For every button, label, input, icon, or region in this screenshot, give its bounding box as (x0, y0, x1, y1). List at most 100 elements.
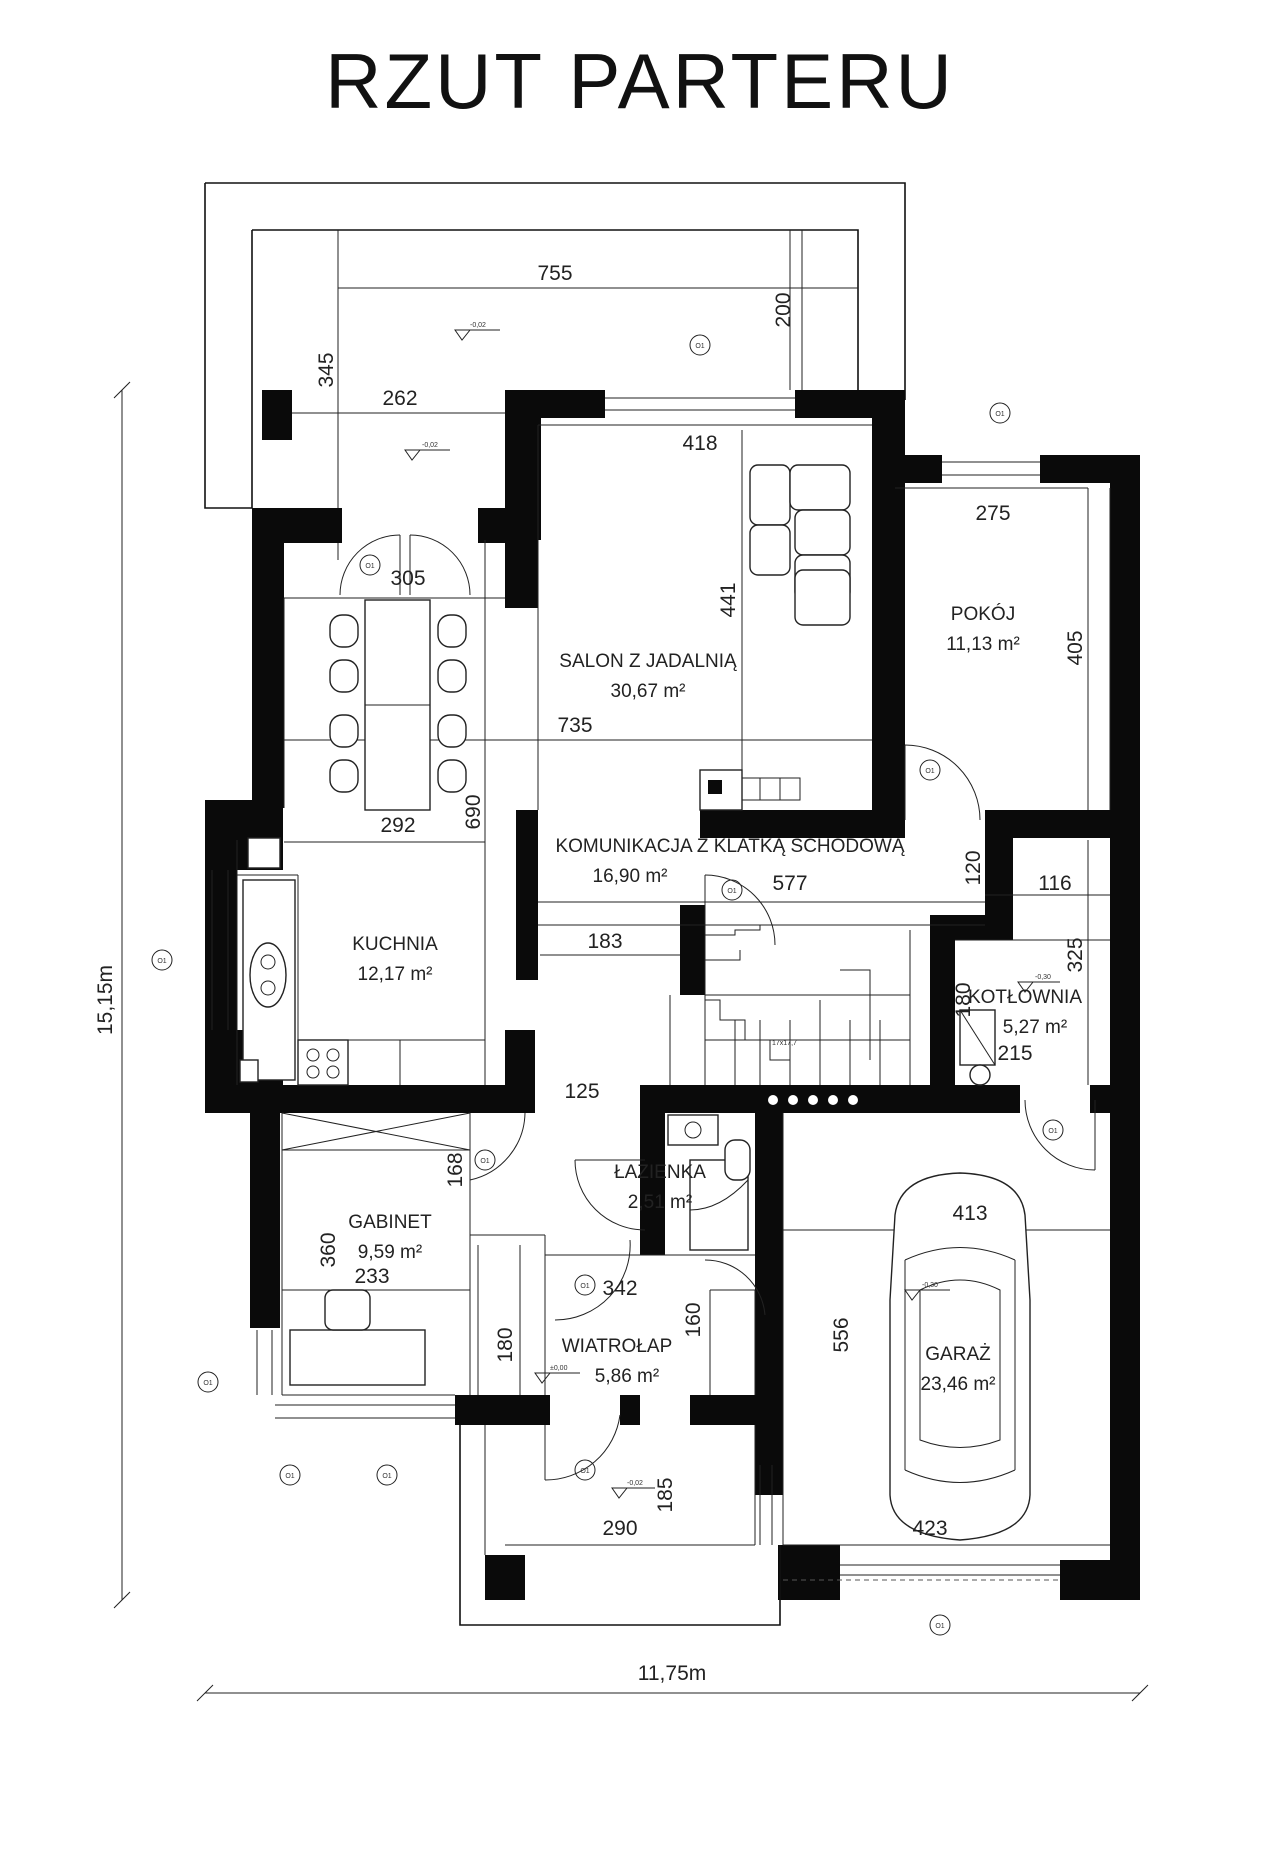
dim-label: 441 (717, 582, 740, 617)
room-labels: SALON Z JADALNIĄ 30,67 m² POKÓJ 11,13 m²… (348, 603, 1082, 1395)
opening-tag: O1 (989, 402, 1011, 424)
doors (339, 534, 1096, 1481)
staircase: 17x17,7 (669, 925, 911, 1085)
dim-label: 690 (462, 794, 485, 829)
radiator (760, 1090, 910, 1110)
opening-tag: O1 (359, 554, 381, 576)
svg-text:-0,30: -0,30 (922, 1282, 938, 1289)
room-area-kuchnia: 12,17 m² (358, 964, 433, 985)
opening-tag: O1 (919, 759, 941, 781)
room-area-komunikacja: 16,90 m² (593, 866, 668, 887)
svg-text:-0,02: -0,02 (470, 322, 486, 329)
svg-text:O1: O1 (580, 1468, 589, 1475)
svg-text:O1: O1 (695, 343, 704, 350)
svg-text:O1: O1 (285, 1473, 294, 1480)
room-area-lazienka: 2,51 m² (628, 1192, 692, 1213)
opening-tag: O1 (689, 334, 711, 356)
overall-width-label: 11,75m (638, 1662, 707, 1685)
dim-label: 262 (382, 387, 417, 410)
fireplace (699, 769, 801, 811)
room-name-garaz: GARAŻ (925, 1344, 991, 1365)
room-name-salon: SALON Z JADALNIĄ (559, 651, 737, 672)
dim-label: 405 (1064, 630, 1087, 665)
overall-height-label: 15,15m (94, 965, 117, 1035)
dim-label: 116 (1038, 872, 1071, 895)
level-marker: ±0,00 (534, 1365, 580, 1384)
dim-label: 180 (494, 1327, 517, 1362)
dim-label: 360 (317, 1232, 340, 1267)
dim-label: 577 (772, 872, 807, 895)
room-area-wiatrolap: 5,86 m² (595, 1366, 659, 1387)
level-marker: -0,02 (611, 1480, 655, 1499)
dim-label: 120 (962, 850, 985, 885)
opening-tag: O1 (474, 1149, 496, 1171)
svg-text:O1: O1 (727, 888, 736, 895)
windows (211, 397, 1060, 1576)
svg-text:17x17,7: 17x17,7 (772, 1040, 797, 1047)
level-marker: -0,30 (1017, 974, 1060, 993)
room-name-gabinet: GABINET (348, 1212, 432, 1233)
dim-label: 735 (557, 714, 592, 737)
svg-text:O1: O1 (203, 1380, 212, 1387)
dim-label: 755 (537, 262, 572, 285)
svg-text:-0,30: -0,30 (1035, 974, 1051, 981)
dimension-labels: 755 200 345 262 418 275 305 441 405 735 … (315, 262, 1087, 1540)
svg-text:O1: O1 (995, 411, 1004, 418)
room-area-gabinet: 9,59 m² (358, 1242, 422, 1263)
dim-label: 125 (564, 1080, 599, 1103)
room-name-pokoj: POKÓJ (951, 603, 1015, 625)
walls (205, 390, 1140, 1600)
level-marker: -0,02 (404, 442, 450, 461)
opening-tag: O1 (376, 1464, 398, 1486)
dim-label: 168 (444, 1152, 467, 1187)
svg-text:-0,02: -0,02 (627, 1480, 643, 1487)
opening-tags: O1 O1 O1 O1 O1 O1 O1 O1 O1 O1 O1 O1 O1 O… (151, 334, 1064, 1636)
svg-text:O1: O1 (365, 563, 374, 570)
svg-text:O1: O1 (1048, 1128, 1057, 1135)
room-area-kotlownia: 5,27 m² (1003, 1017, 1067, 1038)
level-markers: -0,02 -0,02 ±0,00 -0,30 -0,30 -0,02 (404, 322, 1060, 1499)
dim-label: 342 (602, 1277, 637, 1300)
dim-label: 305 (390, 567, 425, 590)
svg-text:O1: O1 (935, 1623, 944, 1630)
sofa (749, 464, 851, 626)
page-title: RZUT PARTERU (325, 37, 955, 125)
dim-label: 275 (975, 502, 1010, 525)
opening-tag: O1 (574, 1274, 596, 1296)
overall-dimensions: 15,15m 11,75m (94, 381, 1149, 1702)
opening-tag: O1 (574, 1459, 596, 1481)
svg-text:-0,02: -0,02 (422, 442, 438, 449)
furniture (239, 464, 1031, 1541)
kitchen-fixtures (242, 879, 486, 1086)
svg-text:O1: O1 (925, 768, 934, 775)
dim-label: 160 (682, 1302, 705, 1337)
opening-tag: O1 (721, 879, 743, 901)
dim-label: 183 (587, 930, 622, 953)
svg-text:O1: O1 (580, 1283, 589, 1290)
dim-label: 556 (830, 1317, 853, 1352)
dim-label: 200 (772, 292, 795, 327)
opening-tag: O1 (1042, 1119, 1064, 1141)
svg-text:O1: O1 (157, 958, 166, 965)
opening-tag: O1 (151, 949, 173, 971)
room-name-kotlownia: KOTŁOWNIA (968, 987, 1082, 1008)
room-name-lazienka: ŁAZIENKA (614, 1162, 706, 1183)
opening-tag: O1 (197, 1371, 219, 1393)
opening-tag: O1 (279, 1464, 301, 1486)
room-area-pokoj: 11,13 m² (946, 634, 1020, 655)
boiler-fixtures (959, 1009, 996, 1086)
level-marker: -0,30 (904, 1282, 950, 1301)
dim-label: 325 (1064, 937, 1087, 972)
dim-label: 345 (315, 352, 338, 387)
desk (289, 1289, 426, 1386)
dim-label: 292 (380, 814, 415, 837)
svg-text:O1: O1 (382, 1473, 391, 1480)
dim-label: 233 (354, 1265, 389, 1288)
dim-label: 423 (912, 1517, 947, 1540)
svg-text:O1: O1 (480, 1158, 489, 1165)
dim-label: 215 (997, 1042, 1032, 1065)
room-name-kuchnia: KUCHNIA (352, 934, 438, 955)
dining-table (329, 599, 467, 811)
room-name-komunikacja: KOMUNIKACJA Z KLATKĄ SCHODOWĄ (555, 836, 904, 857)
level-marker: -0,02 (454, 322, 500, 341)
